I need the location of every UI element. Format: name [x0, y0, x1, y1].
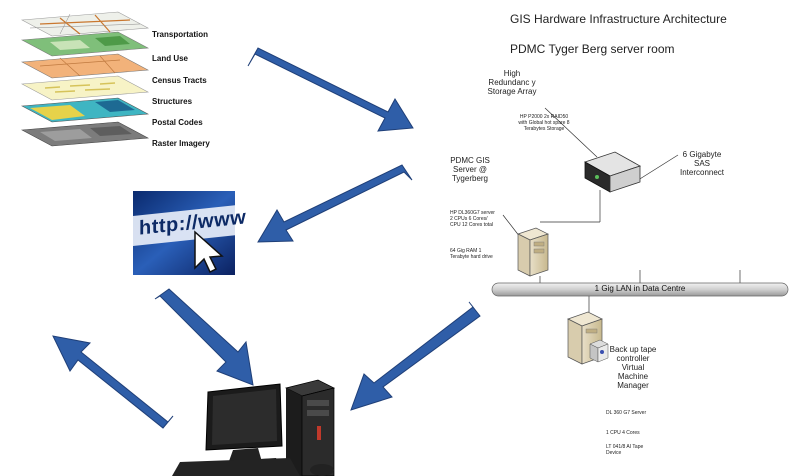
http-image — [133, 191, 235, 275]
architecture-subtitle: PDMC Tyger Berg server room — [510, 42, 675, 56]
lan-bar — [491, 282, 789, 297]
label-structures: Structures — [152, 97, 193, 106]
architecture-title: GIS Hardware Infrastructure Architecture — [510, 12, 727, 26]
cursor-icon — [194, 230, 224, 274]
tape-device — [589, 339, 609, 363]
storage-callout-line — [544, 107, 598, 158]
arrow-lan-to-computer — [350, 301, 481, 411]
layer-raster-imagery-image — [20, 121, 150, 147]
layer-census-tracts-image — [20, 53, 150, 79]
keyboard — [172, 458, 300, 476]
server-callout-line — [502, 214, 521, 238]
mouse — [310, 464, 334, 476]
desktop-computer — [172, 379, 336, 476]
arrow-computer-to-left — [52, 335, 174, 429]
label-raster-imagery: Raster Imagery — [152, 139, 210, 148]
backup-spec-1: DL 360 G7 Server — [606, 410, 647, 416]
gis-server-spec-1: HP DL360G7 server 2 CPUs 6 Cores/ CPU 12… — [450, 210, 495, 228]
storage-label: High Redundanc y Storage Array — [487, 69, 537, 96]
layer-land-use-image — [20, 31, 150, 57]
interconnect-label: 6 Gigabyte SAS Interconnect — [679, 150, 725, 177]
gis-server-spec-2: 64 Gig RAM 1 Terabyte hard drive — [450, 248, 493, 260]
storage-array-device — [584, 151, 641, 193]
label-transportation: Transportation — [152, 30, 209, 39]
layer-transportation-image — [20, 11, 150, 37]
layer-structures-image — [20, 75, 150, 101]
lan-label: 1 Gig LAN in Data Centre — [594, 284, 686, 293]
gis-server-label: PDMC GIS Server @ Tygerberg — [450, 156, 490, 183]
storage-spec: HP P2000 2x RAID50 with Global hot spare… — [518, 114, 570, 132]
label-census-tracts: Census Tracts — [152, 76, 207, 85]
label-land-use: Land Use — [152, 54, 189, 63]
gis-server-device — [517, 227, 549, 277]
backup-label: Back up tape controller Virtual Machine … — [609, 345, 657, 390]
architecture-lines — [502, 107, 741, 312]
backup-server-device — [567, 311, 603, 365]
flow-arrows — [52, 47, 481, 429]
arrow-http-to-computer — [154, 288, 254, 386]
arrow-layers-to-architecture — [247, 47, 414, 132]
arrow-server-to-http — [257, 164, 413, 243]
layer-postal-codes-image — [20, 97, 150, 123]
gis-layer-stack — [20, 11, 150, 147]
computer-tower — [284, 379, 336, 476]
label-postal-codes: Postal Codes — [152, 118, 203, 127]
interconnect-callout-line — [634, 154, 679, 183]
backup-spec-3: LT 041/8 AI Tape Device — [606, 444, 644, 456]
backup-spec-2: 1 CPU 4 Cores — [606, 430, 640, 436]
